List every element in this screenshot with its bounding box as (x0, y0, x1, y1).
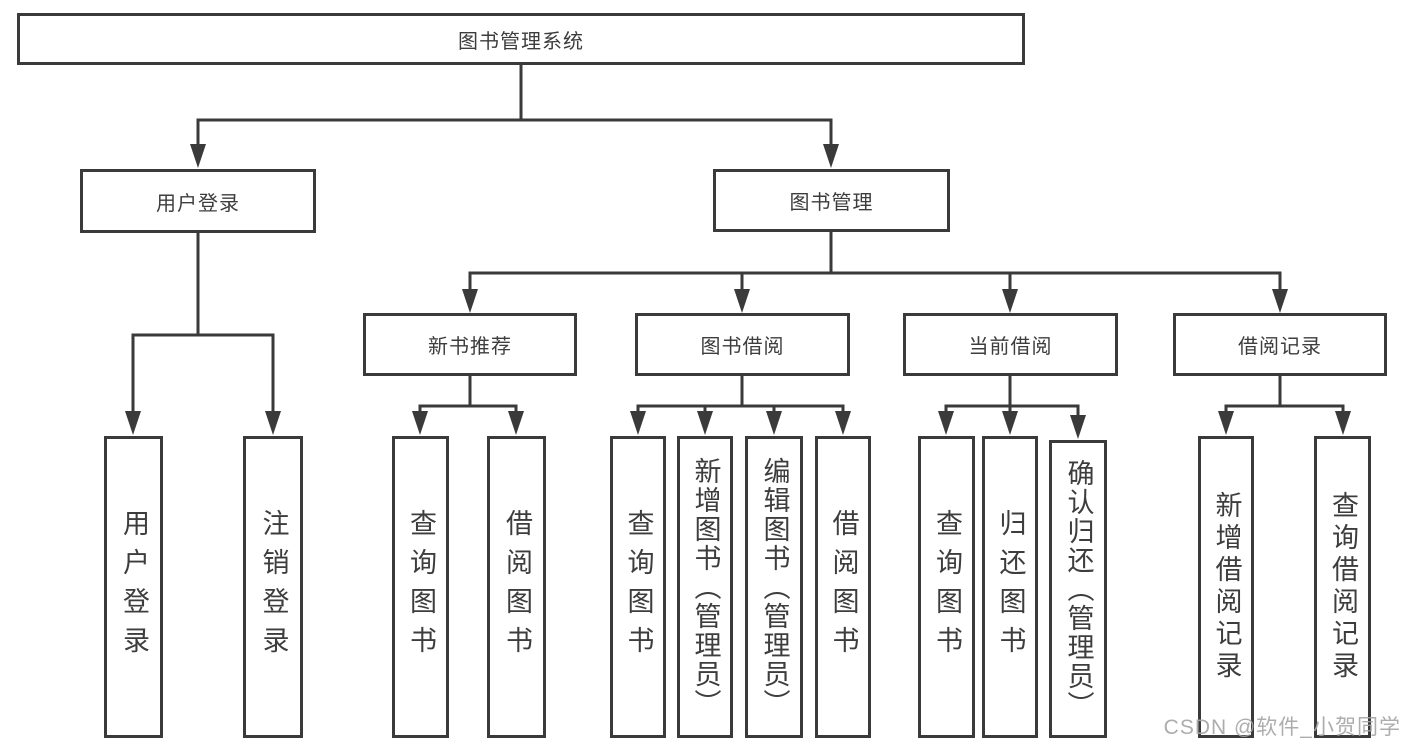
leaf-add-borrow-record: 新增借阅记录 (1198, 436, 1254, 738)
connector-new-book-branch (418, 373, 518, 417)
connector-current-borrow-branch (944, 373, 1080, 421)
node-current-borrow: 当前借阅 (903, 313, 1118, 376)
leaf-confirm-return-admin: 确认归还（管理员） (1049, 440, 1107, 738)
leaf-query-borrow-record: 查询借阅记录 (1314, 436, 1371, 738)
node-root-label: 图书管理系统 (458, 30, 584, 53)
node-borrow-records: 借阅记录 (1173, 313, 1387, 376)
leaf-return-books: 归还图书 (982, 436, 1038, 738)
node-book-borrow-label: 图书借阅 (700, 336, 785, 358)
node-new-book-recommend-label: 新书推荐 (428, 336, 512, 358)
leaf-query-books-borrow: 查询图书 (610, 436, 666, 738)
node-user-login: 用户登录 (80, 169, 316, 233)
node-book-management-label: 图书管理 (789, 192, 874, 214)
leaf-borrow-books: 借阅图书 (815, 436, 871, 738)
node-user-login-label: 用户登录 (156, 192, 240, 215)
connector-borrow-records-branch (1224, 373, 1345, 417)
leaf-query-books-current: 查询图书 (918, 436, 975, 738)
leaf-logout: 注销登录 (243, 436, 303, 738)
arrowheads (125, 144, 1351, 439)
leaf-add-books-admin: 新增图书（管理员） (677, 436, 733, 738)
leaf-user-login: 用户登录 (104, 436, 163, 738)
leaf-query-books-recommend: 查询图书 (392, 436, 449, 738)
connector-user-login-branch (131, 230, 275, 417)
node-book-borrow: 图书借阅 (635, 313, 850, 376)
connector-root-to-level2 (196, 62, 833, 150)
connector-book-mgmt-to-level3 (468, 229, 1282, 295)
leaf-borrow-books-recommend: 借阅图书 (487, 436, 546, 738)
node-current-borrow-label: 当前借阅 (968, 336, 1053, 358)
csdn-watermark: CSDN @软件_小贺同学 (1163, 716, 1401, 739)
node-book-management: 图书管理 (713, 169, 950, 232)
node-new-book-recommend: 新书推荐 (363, 313, 577, 376)
node-root: 图书管理系统 (17, 13, 1025, 65)
node-borrow-records-label: 借阅记录 (1238, 336, 1322, 358)
leaf-edit-books-admin: 编辑图书（管理员） (745, 436, 803, 738)
connector-book-borrow-branch (636, 373, 845, 417)
